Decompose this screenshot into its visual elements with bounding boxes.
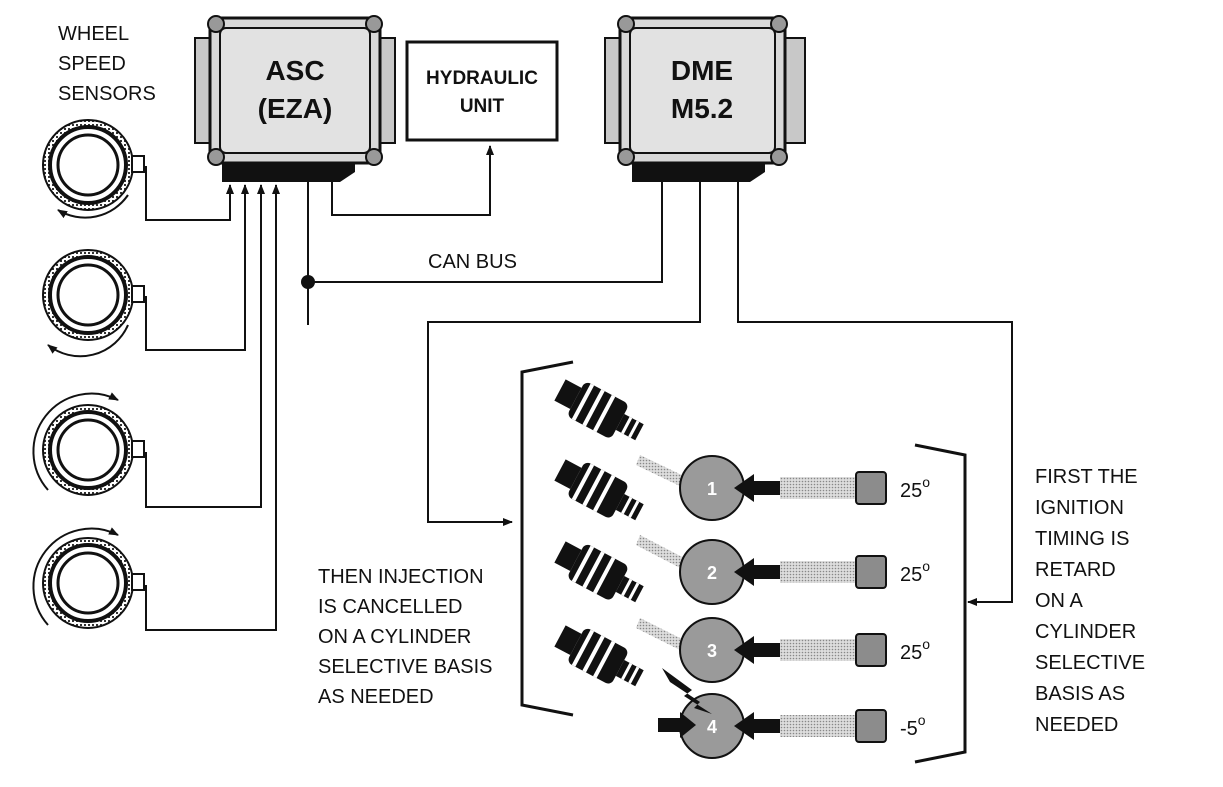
wheel-sensor-rear-left [32,392,145,496]
svg-text:3: 3 [707,641,717,661]
sensor-wires [145,166,280,631]
can-bus-label: CAN BUS [428,251,517,273]
svg-text:IGNITION: IGNITION [1035,497,1124,519]
dme-module: DME M5.2 [604,15,806,182]
injectors [554,379,688,687]
timing-cyl-1: 25o [900,474,930,502]
ignition-coils [855,471,887,743]
svg-text:NEEDED: NEEDED [1035,714,1118,736]
svg-text:SENSORS: SENSORS [58,83,156,105]
svg-text:HYDRAULIC: HYDRAULIC [426,68,538,89]
wheel-sensor-rear-right [32,527,145,629]
svg-text:1: 1 [707,479,717,499]
svg-text:(EZA): (EZA) [258,93,333,124]
timing-cyl-3: 25o [900,636,930,664]
ignition-paths [734,474,856,740]
ignition-note: FIRST THE IGNITION TIMING IS RETARD ON A… [1035,466,1145,736]
svg-text:BASIS AS: BASIS AS [1035,683,1125,705]
dme-injection-line [427,182,701,526]
svg-text:4: 4 [707,717,717,737]
timing-values: 25o 25o 25o -5o [900,474,930,740]
svg-text:M5.2: M5.2 [671,93,733,124]
ignition-bracket [914,443,967,764]
svg-text:SELECTIVE BASIS: SELECTIVE BASIS [318,656,493,678]
svg-text:AS NEEDED: AS NEEDED [318,686,434,708]
timing-cyl-2: 25o [900,558,930,586]
dme-ignition-line [737,182,1013,606]
svg-text:FIRST THE: FIRST THE [1035,466,1138,488]
can-bus [307,182,663,325]
injection-note: THEN INJECTION IS CANCELLED ON A CYLINDE… [318,566,493,708]
svg-text:UNIT: UNIT [460,96,505,117]
svg-text:WHEEL: WHEEL [58,23,129,45]
injector-bracket [520,360,574,717]
svg-text:RETARD: RETARD [1035,559,1116,581]
injection-cut-indicator [658,668,712,738]
svg-text:SPEED: SPEED [58,53,126,75]
svg-text:SELECTIVE: SELECTIVE [1035,652,1145,674]
hydraulic-unit: HYDRAULIC UNIT [405,40,559,142]
timing-cyl-4: -5o [900,712,926,740]
svg-text:THEN INJECTION: THEN INJECTION [318,566,484,588]
cylinder-3: 3 [679,617,745,683]
injector-4 [554,625,644,687]
asc-to-hydraulic-line [331,145,494,216]
injector-2 [554,459,644,521]
svg-text:IS CANCELLED: IS CANCELLED [318,596,463,618]
svg-text:CYLINDER: CYLINDER [1035,621,1136,643]
svg-text:TIMING IS: TIMING IS [1035,528,1129,550]
svg-text:ON A: ON A [1035,590,1083,612]
wheel-speed-sensors-label: WHEEL SPEED SENSORS [58,23,156,105]
wheel-sensor-front-right [42,249,145,358]
injector-3 [554,541,644,603]
svg-text:ASC: ASC [265,55,324,86]
injector-1 [554,379,644,441]
asc-module: ASC (EZA) [194,15,396,182]
can-bus-junction [301,275,315,289]
svg-text:ON A CYLINDER: ON A CYLINDER [318,626,471,648]
svg-text:2: 2 [707,563,717,583]
wheel-sensor-front-left [42,119,145,219]
svg-text:DME: DME [671,55,733,86]
